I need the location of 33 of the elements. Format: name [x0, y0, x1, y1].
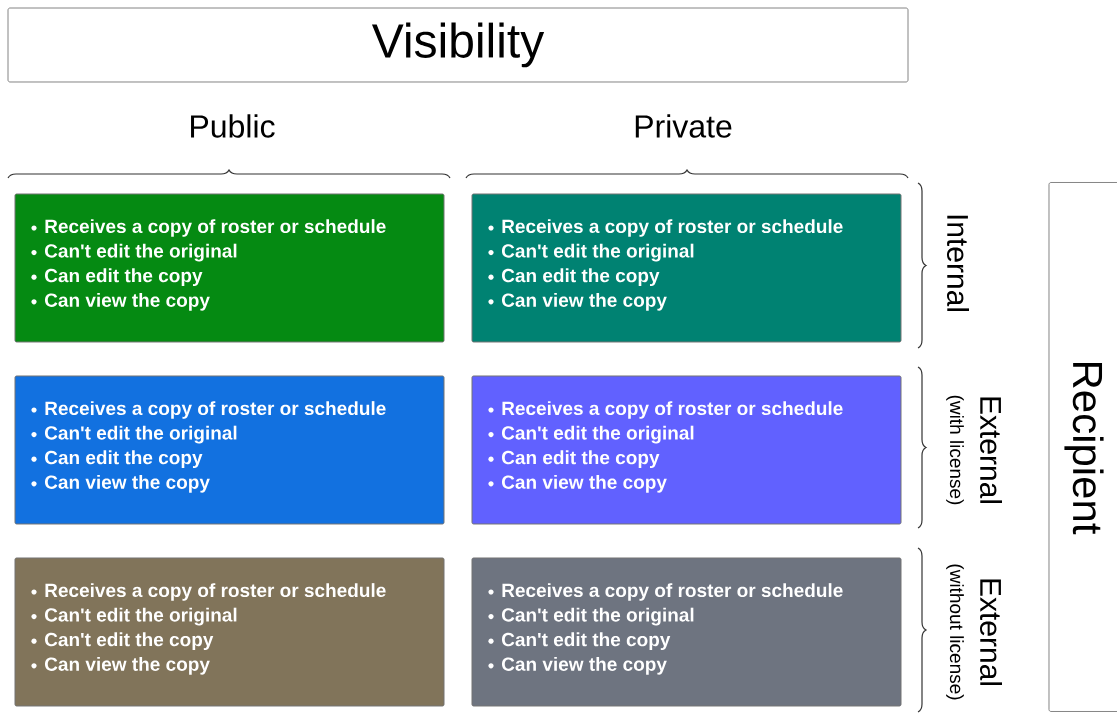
column-header: Private [635, 114, 732, 138]
row-header: External [980, 397, 1002, 503]
list-item: Can't edit the original [502, 425, 694, 444]
row-note: (without license) [946, 564, 964, 700]
list-item: Can't edit the original [45, 243, 237, 262]
list-item: Can't edit the original [502, 607, 694, 626]
list-item: Can view the copy [45, 474, 210, 493]
list-item: Receives a copy of roster or schedule [502, 219, 843, 237]
list-item: Can't edit the copy [502, 632, 671, 651]
title-box: Visibility [7, 7, 909, 83]
list-item: Can't edit the copy [45, 632, 214, 651]
row-note: (with license) [946, 395, 964, 505]
list-item: Can view the copy [45, 292, 210, 311]
row-header: Internal [947, 215, 969, 311]
column-header: Public [191, 114, 275, 138]
list-item: Can edit the copy [502, 268, 660, 287]
list-item: Receives a copy of roster or schedule [502, 583, 843, 601]
list-item: Receives a copy of roster or schedule [45, 583, 386, 601]
list-item: Can view the copy [502, 656, 667, 675]
list-item: Can view the copy [502, 474, 667, 493]
list-item: Receives a copy of roster or schedule [45, 219, 386, 237]
list-item: Can't edit the original [45, 607, 237, 626]
list-item: Can view the copy [502, 292, 667, 311]
list-item: Can't edit the original [45, 425, 237, 444]
list-item: Can edit the copy [45, 268, 203, 287]
list-item: Can edit the copy [45, 450, 203, 469]
row-header: External [980, 579, 1002, 685]
list-item: Can edit the copy [502, 450, 660, 469]
list-item: Can view the copy [45, 656, 210, 675]
list-item: Receives a copy of roster or schedule [502, 401, 843, 419]
list-item: Receives a copy of roster or schedule [45, 401, 386, 419]
side-box: Recipient [1048, 182, 1117, 712]
list-item: Can't edit the original [502, 243, 694, 262]
